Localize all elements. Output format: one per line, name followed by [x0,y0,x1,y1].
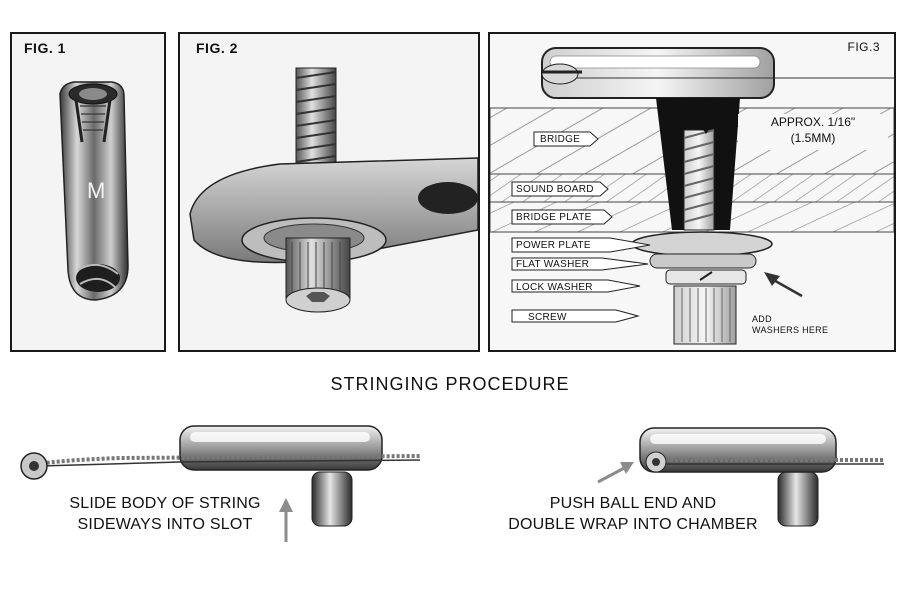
figure-1-panel: FIG. 1 M [10,32,166,352]
add-washers-line2: WASHERS HERE [752,325,829,335]
plate-and-screw-illustration [189,67,478,313]
add-washers-line1: ADD [752,314,772,324]
step1-pin-illustration [20,425,421,542]
procedure-title: STRINGING PROCEDURE [330,374,570,394]
gap-note-line1: APPROX. 1/16" [770,115,856,129]
step1-line1: SLIDE BODY OF STRING [69,495,261,512]
stringing-steps-illustration [20,425,884,542]
figure-3-panel: FIG.3 [488,32,896,352]
pin-body-illustration [59,81,129,301]
callout-bridge-plate: BRIDGE PLATE [516,212,592,223]
step2-pin-illustration [597,427,884,527]
figure-2-label: FIG. 2 [196,40,238,56]
callout-sound-board: SOUND BOARD [516,184,594,195]
gap-note-line2: (1.5MM) [790,131,836,145]
figure-1-label: FIG. 1 [24,40,66,56]
step2-line1: PUSH BALL END AND [549,495,717,512]
callout-power-plate: POWER PLATE [516,240,591,251]
pin-stamp-letter: M [87,178,106,203]
step2-instruction: PUSH BALL END AND DOUBLE WRAP INTO CHAMB… [488,493,778,535]
gap-measurement-note: APPROX. 1/16" (1.5MM) [738,114,888,150]
step1-instruction: SLIDE BODY OF STRING SIDEWAYS INTO SLOT [40,493,290,535]
step2-line2: DOUBLE WRAP INTO CHAMBER [508,516,758,533]
callout-lock-washer: LOCK WASHER [516,282,593,293]
callout-bridge: BRIDGE [540,134,581,145]
callout-flat-washer: FLAT WASHER [516,259,590,270]
add-washers-note: ADD WASHERS HERE [752,314,828,336]
callout-screw: SCREW [528,312,567,323]
figure-2-panel: FIG. 2 [178,32,480,352]
step1-line2: SIDEWAYS INTO SLOT [77,516,253,533]
figure-3-label: FIG.3 [847,40,880,54]
